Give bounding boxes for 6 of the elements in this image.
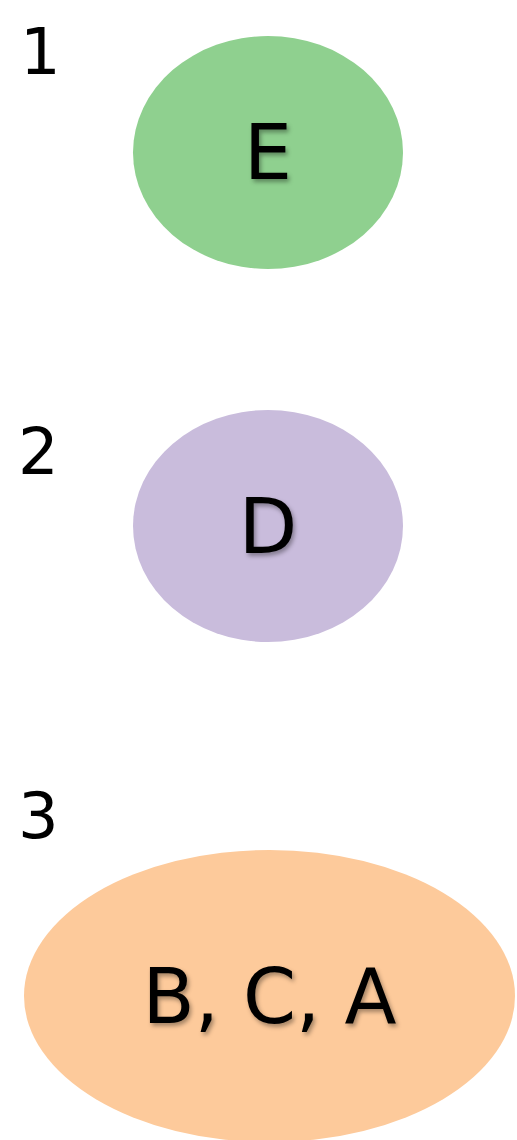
node-text: B, C, A	[142, 951, 397, 1041]
step-number: 3	[18, 784, 59, 848]
node-text: E	[244, 108, 292, 197]
step-number: 1	[20, 20, 61, 84]
step-number: 2	[18, 420, 59, 484]
node-text: D	[238, 481, 298, 571]
